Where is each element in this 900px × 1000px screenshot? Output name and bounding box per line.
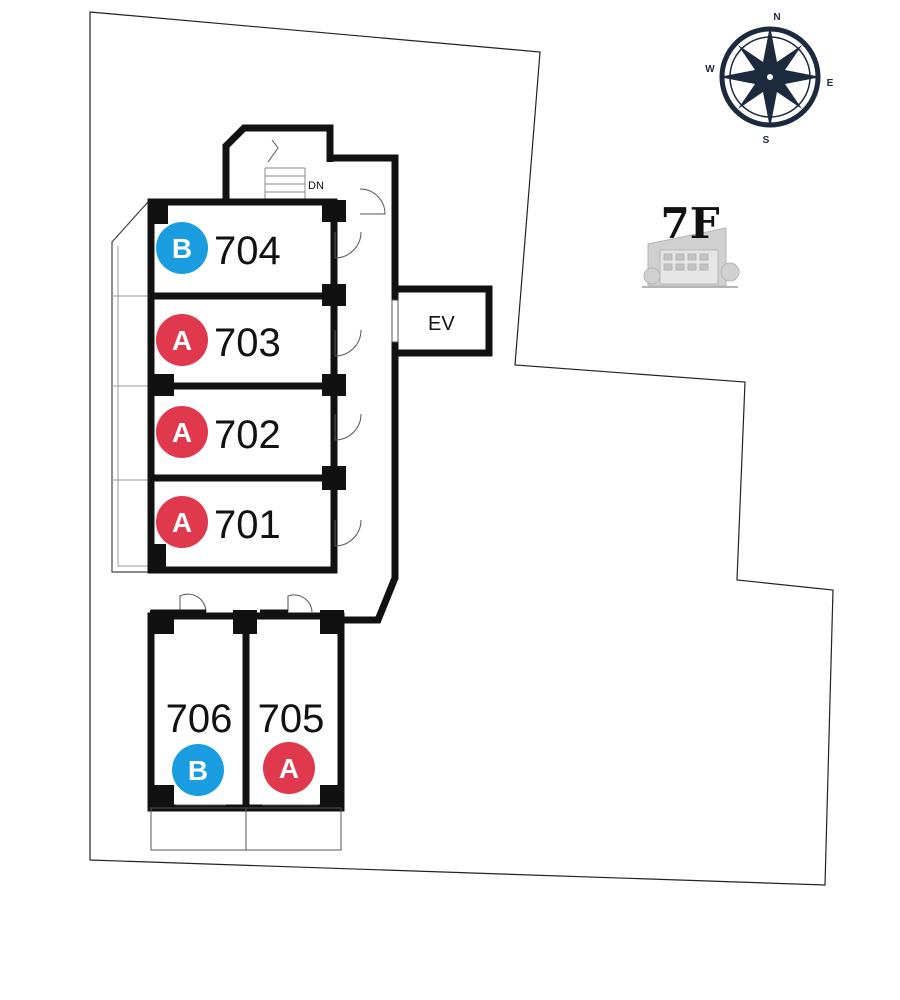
stairwell: DN xyxy=(222,124,334,200)
unit-number: 703 xyxy=(214,321,281,365)
unit-type-letter: B xyxy=(188,755,208,786)
unit-type-badge xyxy=(156,314,208,366)
unit-doors xyxy=(179,188,386,613)
unit-type-letter: A xyxy=(172,325,192,356)
unit-706: 706 B xyxy=(166,697,233,796)
building-icon xyxy=(642,227,740,288)
elevator-label: EV xyxy=(428,313,455,335)
unit-type-badge xyxy=(263,742,315,794)
compass-rose: N S E W xyxy=(705,12,833,146)
unit-number: 704 xyxy=(214,229,281,273)
unit-type-badge xyxy=(156,406,208,458)
stairs-label: DN xyxy=(308,180,324,192)
unit-type-letter: A xyxy=(172,507,192,538)
floor-number: 7F xyxy=(660,199,719,248)
unit-type-letter: A xyxy=(172,417,192,448)
unit-type-letter: A xyxy=(279,753,299,784)
unit-703: A 703 xyxy=(156,314,281,366)
unit-type-badge xyxy=(172,744,224,796)
unit-type-badge xyxy=(156,222,208,274)
unit-704: B 704 xyxy=(156,222,281,274)
unit-number: 702 xyxy=(214,413,281,457)
unit-number: 705 xyxy=(258,697,325,741)
unit-type-letter: B xyxy=(172,233,192,264)
unit-number: 701 xyxy=(214,503,281,547)
compass-north: N xyxy=(773,12,780,23)
compass-east: E xyxy=(827,78,834,89)
corridor-wall xyxy=(330,154,399,624)
compass-west: W xyxy=(705,64,715,75)
compass-south: S xyxy=(763,135,770,146)
site-boundary xyxy=(89,11,834,886)
unit-705: 705 A xyxy=(258,697,325,794)
south-balcony xyxy=(150,804,342,851)
unit-702: A 702 xyxy=(156,406,281,458)
unit-number: 706 xyxy=(166,697,233,741)
elevator: EV xyxy=(391,285,493,357)
west-balcony xyxy=(111,201,152,573)
unit-701: A 701 xyxy=(156,496,281,548)
unit-type-badge xyxy=(156,496,208,548)
floor-label: 7F xyxy=(642,199,740,288)
